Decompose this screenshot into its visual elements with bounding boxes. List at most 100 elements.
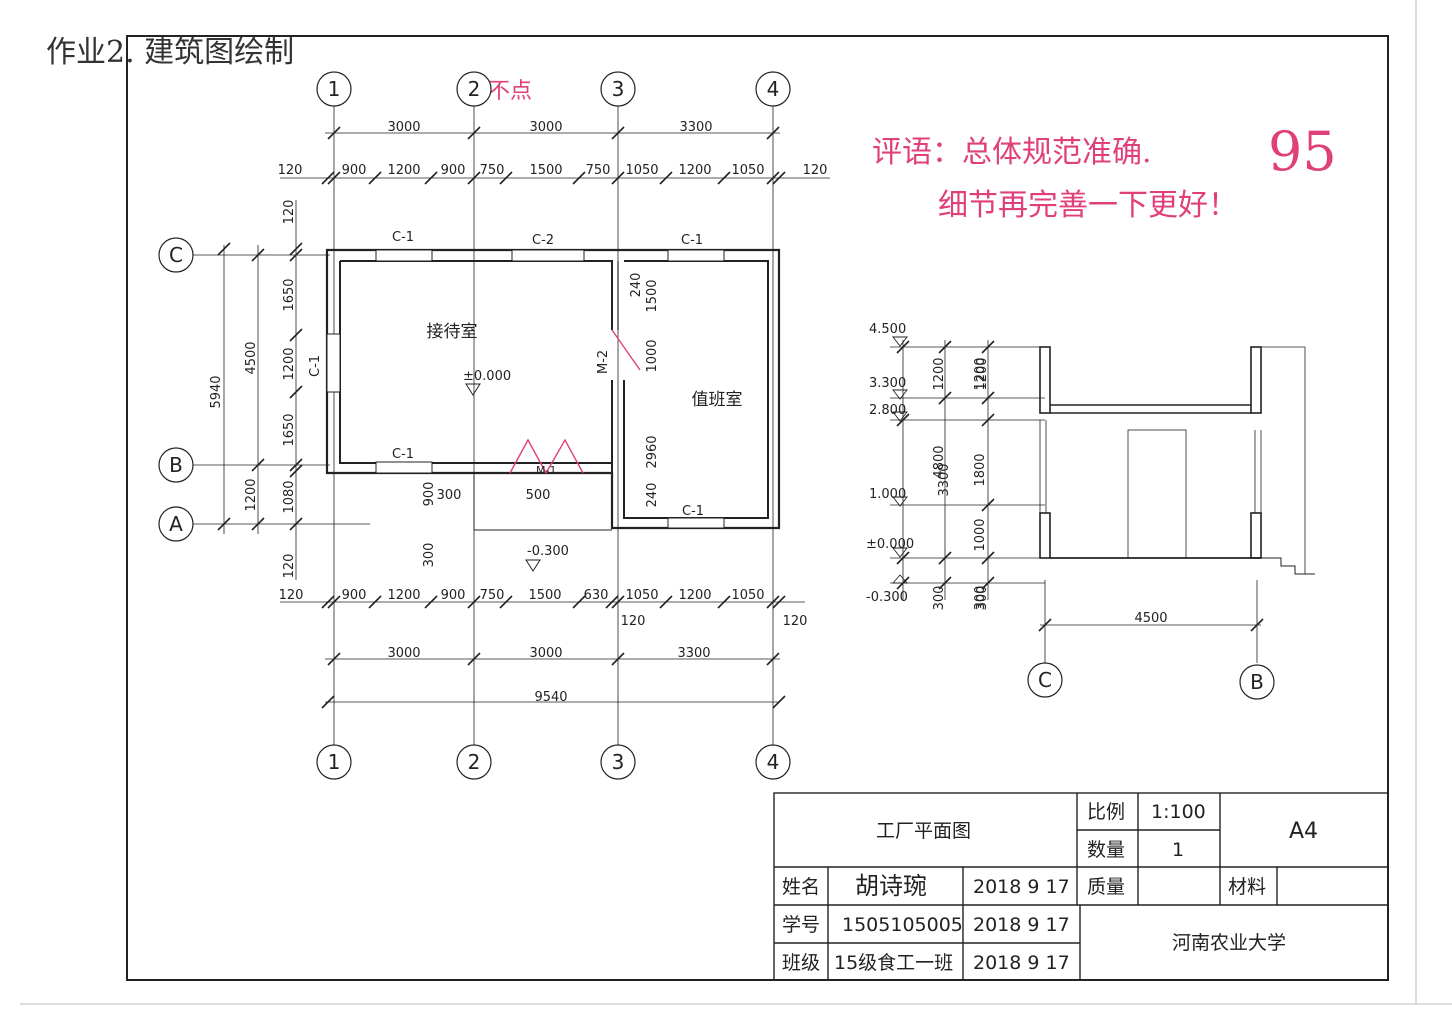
comment-line1: 评语：总体规范准确. bbox=[872, 135, 1152, 170]
drawing-frame bbox=[126, 35, 1389, 981]
left-detail-5: 1080 bbox=[282, 480, 297, 513]
bottom-detail-12: 120 bbox=[783, 614, 808, 629]
bottom-detail-11: 120 bbox=[621, 614, 646, 629]
bottom-detail-3: 1200 bbox=[387, 588, 420, 603]
axis-2-bottom: 2 bbox=[468, 750, 481, 774]
top-main-1: 3000 bbox=[387, 120, 420, 135]
bottom-detail-4: 900 bbox=[441, 588, 466, 603]
comment-line2: 细节再完善一下更好！ bbox=[938, 188, 1238, 223]
section-c1-300: 300 bbox=[932, 586, 947, 611]
section-level-3300: 3.300 bbox=[869, 376, 906, 391]
section-level-4500: 4.500 bbox=[869, 322, 906, 337]
score: 95 bbox=[1268, 120, 1337, 183]
bottom-detail-5: 750 bbox=[480, 588, 505, 603]
left-4500: 4500 bbox=[244, 341, 259, 374]
top-detail-10: 1050 bbox=[731, 163, 764, 178]
section-c1-1200: 1200 bbox=[932, 357, 947, 390]
level-outdoor: -0.300 bbox=[527, 544, 569, 559]
window-c1-d: C-1 bbox=[682, 504, 704, 519]
tb-class-label: 班级 bbox=[782, 952, 820, 974]
bottom-detail-1: 120 bbox=[279, 588, 304, 603]
section-c1-4800: 4800 bbox=[932, 445, 947, 478]
axis-3-top: 3 bbox=[612, 77, 625, 101]
top-mark: 不点 bbox=[488, 79, 532, 104]
top-detail-6: 1500 bbox=[529, 163, 562, 178]
top-detail-8: 1050 bbox=[625, 163, 658, 178]
axis-1-top: 1 bbox=[328, 77, 341, 101]
axis-2-top: 2 bbox=[468, 77, 481, 101]
section-axis-B: B bbox=[1250, 670, 1264, 694]
section-c3-1800: 1800 bbox=[973, 453, 988, 486]
tb-school: 河南农业大学 bbox=[1172, 932, 1286, 954]
tb-date-3: 2018 9 17 bbox=[973, 952, 1070, 974]
left-detail-3: 1200 bbox=[282, 347, 297, 380]
tb-name-label: 姓名 bbox=[782, 876, 820, 898]
step-300: 300 bbox=[437, 488, 462, 503]
section-level-minus300: -0.300 bbox=[866, 590, 908, 605]
floor-plan bbox=[193, 105, 830, 745]
step-500: 500 bbox=[526, 488, 551, 503]
left-total: 5940 bbox=[209, 375, 224, 408]
step-900: 900 bbox=[422, 482, 437, 507]
axis-3-bottom: 3 bbox=[612, 750, 625, 774]
total-width: 9540 bbox=[534, 690, 567, 705]
window-c1-b: C-1 bbox=[681, 233, 703, 248]
bottom-detail-7: 630 bbox=[584, 588, 609, 603]
inner-1500: 1500 bbox=[645, 279, 660, 312]
room-reception: 接待室 bbox=[427, 322, 478, 342]
top-detail-3: 1200 bbox=[387, 163, 420, 178]
inner-2960: 2960 bbox=[645, 435, 660, 468]
left-detail-2: 1650 bbox=[282, 278, 297, 311]
section-c3-300: 300 bbox=[973, 586, 988, 611]
axis-bubbles bbox=[158, 71, 791, 780]
tb-material-label: 材料 bbox=[1228, 876, 1266, 898]
window-c1-c: C-1 bbox=[392, 447, 414, 462]
section-c3-1000: 1000 bbox=[973, 518, 988, 551]
window-c1-e: C-1 bbox=[308, 355, 323, 377]
level-room: ±0.000 bbox=[463, 369, 511, 384]
section-level-1000: 1.000 bbox=[869, 487, 906, 502]
inner-240-bottom: 240 bbox=[645, 483, 660, 508]
tb-qty: 1 bbox=[1172, 839, 1184, 861]
left-1200: 1200 bbox=[244, 478, 259, 511]
bottom-main-2: 3000 bbox=[529, 646, 562, 661]
bottom-detail-2: 900 bbox=[342, 588, 367, 603]
top-main-2: 3000 bbox=[529, 120, 562, 135]
axis-4-top: 4 bbox=[767, 77, 780, 101]
header-note: 作业2. 建筑图绘制 bbox=[46, 35, 294, 70]
tb-id-label: 学号 bbox=[782, 914, 820, 936]
axis-B: B bbox=[169, 453, 183, 477]
axis-1-bottom: 1 bbox=[328, 750, 341, 774]
bottom-detail-10: 1050 bbox=[731, 588, 764, 603]
section-width: 4500 bbox=[1134, 611, 1167, 626]
top-detail-1: 120 bbox=[278, 163, 303, 178]
section-view bbox=[890, 336, 1315, 700]
window-c2: C-2 bbox=[532, 233, 554, 248]
left-detail-6: 120 bbox=[282, 554, 297, 579]
top-detail-4: 900 bbox=[441, 163, 466, 178]
section-c2-3300: 3300 bbox=[937, 463, 952, 496]
inner-1000: 1000 bbox=[645, 339, 660, 372]
tb-date-2: 2018 9 17 bbox=[973, 914, 1070, 936]
door-m1: M-1 bbox=[536, 464, 556, 477]
bottom-detail-8: 1050 bbox=[625, 588, 658, 603]
bottom-main-3: 3300 bbox=[677, 646, 710, 661]
left-detail-1: 120 bbox=[282, 200, 297, 225]
axis-4-bottom: 4 bbox=[767, 750, 780, 774]
tb-id: 1505105005 bbox=[842, 914, 963, 936]
top-main-3: 3300 bbox=[679, 120, 712, 135]
top-detail-9: 1200 bbox=[678, 163, 711, 178]
section-axis-C: C bbox=[1038, 668, 1052, 692]
door-m2: M-2 bbox=[596, 350, 611, 374]
bottom-main-1: 3000 bbox=[387, 646, 420, 661]
window-c1-a: C-1 bbox=[392, 230, 414, 245]
tb-scale-label: 比例 bbox=[1087, 801, 1125, 823]
tb-scale: 1:100 bbox=[1151, 801, 1206, 823]
section-c2-300: 300 bbox=[975, 586, 990, 611]
section-level-0: ±0.000 bbox=[866, 537, 914, 552]
axis-C: C bbox=[169, 243, 183, 267]
top-detail-2: 900 bbox=[342, 163, 367, 178]
room-duty: 值班室 bbox=[692, 390, 743, 410]
section-c3-1200: 1200 bbox=[973, 357, 988, 390]
